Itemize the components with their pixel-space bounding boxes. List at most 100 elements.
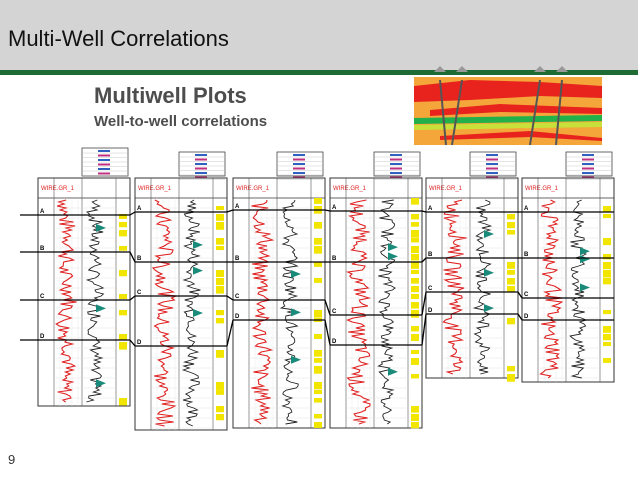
- lithology-block: [314, 422, 322, 428]
- lithology-block: [411, 326, 419, 332]
- shale-fill: [291, 355, 301, 364]
- lithology-block: [411, 230, 419, 238]
- gr-track-label: WIRE.GR_1: [525, 186, 559, 192]
- lithology-block: [411, 302, 419, 309]
- marker-label: A: [524, 206, 529, 212]
- shale-fill: [388, 367, 398, 376]
- lithology-block: [216, 318, 224, 324]
- gr-track-label: WIRE.GR_1: [429, 186, 463, 192]
- lithology-block: [314, 246, 322, 254]
- resistivity-curve: [181, 199, 201, 427]
- lithology-block: [411, 246, 419, 254]
- marker-label: A: [137, 206, 142, 212]
- marker-label: C: [428, 286, 433, 292]
- lithology-block: [119, 222, 127, 228]
- lithology-block: [314, 398, 322, 403]
- lithology-block: [411, 414, 419, 421]
- lithology-block: [603, 270, 611, 278]
- marker-label: A: [332, 205, 337, 211]
- lithology-block: [314, 334, 322, 339]
- resistivity-curve: [569, 199, 588, 379]
- lithology-block: [411, 350, 419, 355]
- lithology-block: [216, 350, 224, 358]
- lithology-block: [119, 310, 127, 316]
- marker-label: C: [137, 290, 142, 296]
- well-panel: WIRE.GR_1A B C D: [521, 151, 615, 383]
- lithology-block: [216, 222, 224, 230]
- lithology-block: [119, 214, 127, 219]
- lithology-block: [216, 286, 224, 294]
- shale-fill: [580, 247, 590, 256]
- lithology-block: [411, 422, 419, 429]
- marker-label: B: [524, 252, 529, 258]
- lithology-block: [507, 278, 515, 285]
- lithology-block: [314, 366, 322, 374]
- lithology-block: [507, 214, 515, 220]
- lithology-block: [603, 326, 611, 333]
- resistivity-curve: [279, 199, 299, 425]
- resistivity-curve: [472, 199, 493, 375]
- correlation-line: [324, 209, 331, 212]
- title-bar: Multi-Well Correlations: [0, 0, 638, 70]
- lithology-block: [507, 230, 515, 235]
- gr-curve: [345, 199, 372, 425]
- lithology-block: [411, 294, 419, 299]
- marker-label: C: [524, 292, 529, 298]
- shale-fill: [580, 255, 590, 264]
- lithology-block: [603, 262, 611, 270]
- correlation-line: [324, 319, 331, 346]
- marker-label: C: [40, 294, 45, 300]
- shale-fill: [96, 223, 106, 232]
- lithology-block: [314, 358, 322, 363]
- lithology-block: [314, 222, 322, 229]
- shale-fill: [96, 379, 106, 388]
- lithology-block: [411, 222, 419, 227]
- correlation-line: [421, 291, 427, 316]
- shale-fill: [291, 308, 301, 317]
- lithology-block: [119, 270, 127, 277]
- slide-heading: Multiwell Plots: [94, 83, 247, 108]
- lithology-block: [411, 310, 419, 318]
- lithology-block: [411, 198, 419, 205]
- lithology-block: [507, 318, 515, 325]
- marker-label: A: [235, 204, 240, 210]
- correlation-line: [421, 313, 427, 346]
- lithology-block: [314, 278, 322, 283]
- shale-fill: [291, 269, 301, 278]
- shale-fill: [193, 240, 203, 249]
- shale-fill: [484, 268, 494, 277]
- marker-label: A: [428, 206, 433, 212]
- lithology-block: [411, 358, 419, 365]
- lithology-block: [411, 374, 419, 379]
- correlation-lines: [20, 209, 523, 347]
- lithology-block: [411, 334, 419, 341]
- lithology-block: [411, 214, 419, 220]
- lithology-block: [119, 230, 127, 237]
- gr-track-label: WIRE.GR_1: [138, 186, 172, 192]
- gr-curve: [55, 199, 77, 403]
- marker-label: D: [524, 314, 529, 320]
- correlation-line: [129, 295, 136, 301]
- lithology-block: [314, 238, 322, 245]
- lithology-block: [216, 206, 224, 211]
- lithology-block: [216, 214, 224, 221]
- lithology-block: [216, 246, 224, 251]
- correlation-line: [517, 313, 523, 321]
- lithology-block: [507, 270, 515, 275]
- correlation-line: [226, 295, 234, 301]
- lithology-block: [411, 286, 419, 293]
- lithology-block: [314, 390, 322, 395]
- marker-label: D: [332, 339, 337, 345]
- gr-curve: [539, 199, 564, 379]
- page-number: 9: [8, 452, 16, 467]
- marker-label: C: [332, 309, 337, 315]
- marker-label: B: [137, 256, 142, 262]
- lithology-block: [603, 254, 611, 260]
- lithology-block: [603, 342, 611, 347]
- lithology-block: [507, 374, 515, 382]
- lithology-block: [411, 262, 419, 269]
- shale-fill: [96, 304, 106, 313]
